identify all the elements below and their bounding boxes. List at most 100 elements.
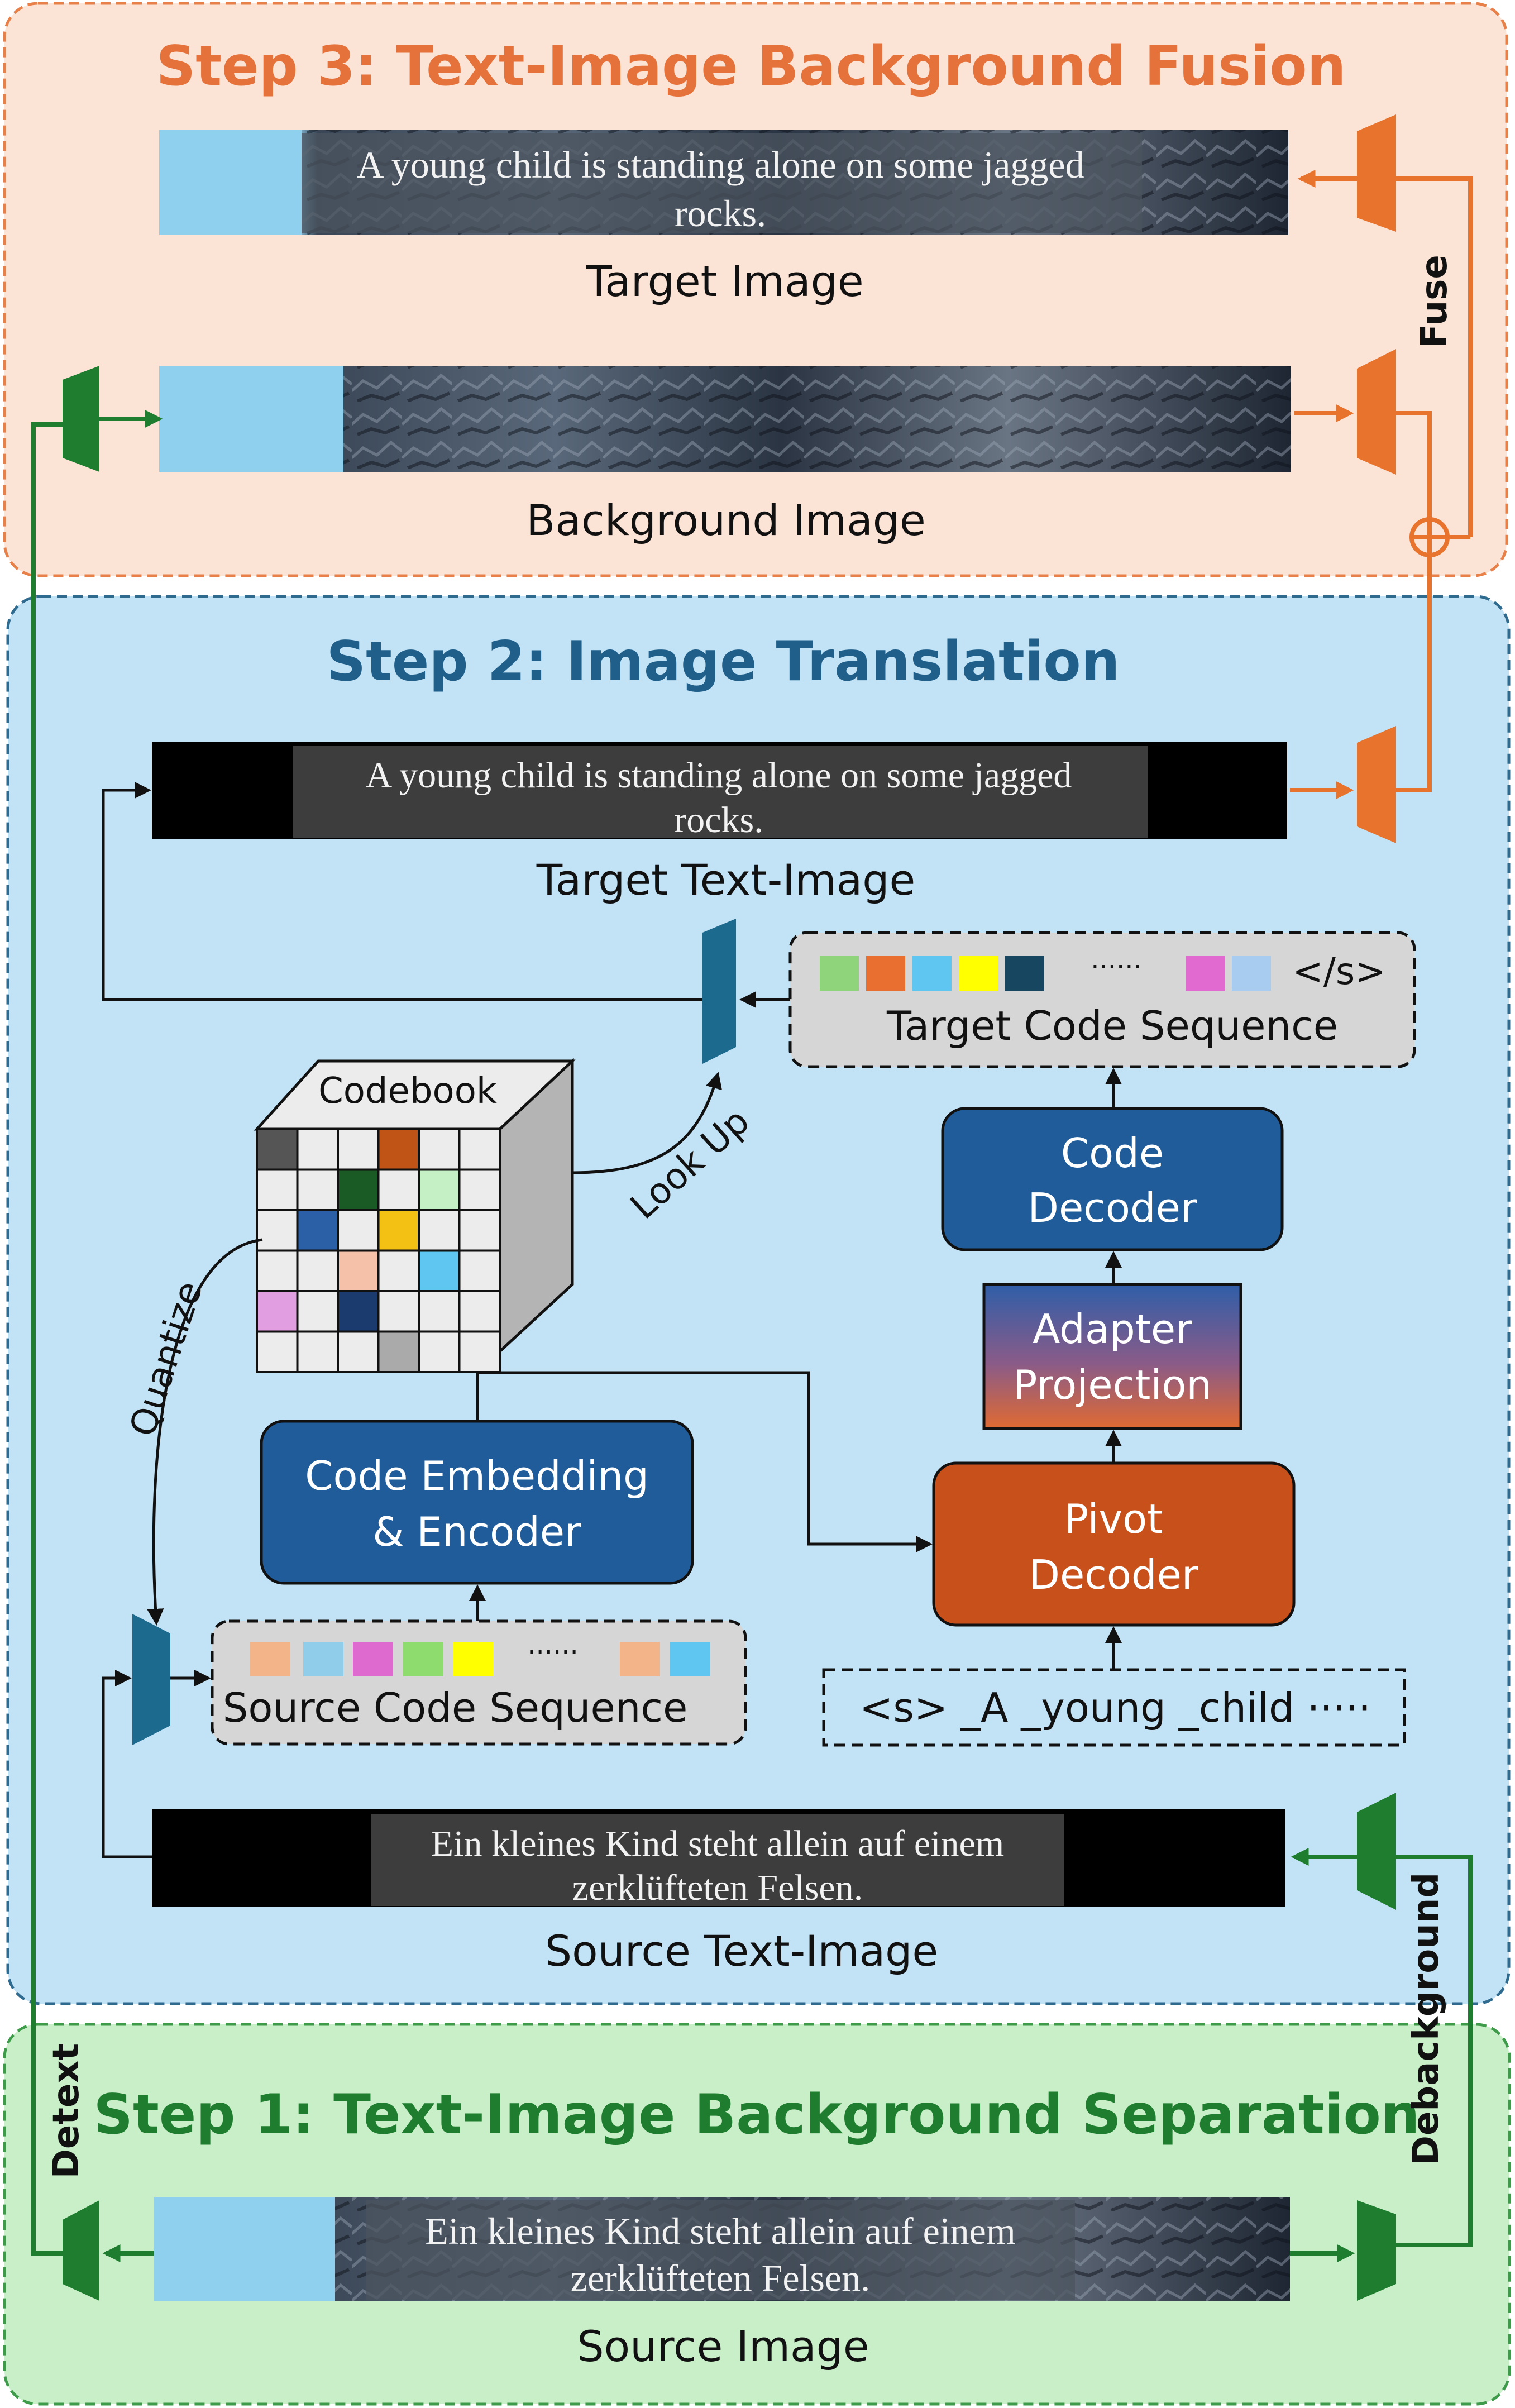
codebook-cell bbox=[337, 1249, 380, 1292]
adapter-label-line2: Projection bbox=[1013, 1361, 1212, 1408]
codebook-cell bbox=[256, 1249, 299, 1292]
codebook-cell bbox=[377, 1128, 420, 1171]
code-decoder-label-line1: Code bbox=[1061, 1130, 1164, 1177]
codebook-cell bbox=[418, 1249, 461, 1292]
target-text-image-line1: A young child is standing alone on some … bbox=[366, 755, 1072, 796]
background-in-trapezoid bbox=[1357, 349, 1396, 475]
target-code-token bbox=[959, 956, 998, 991]
detext-output-trapezoid bbox=[63, 366, 99, 472]
bg-to-fuse-line bbox=[1396, 411, 1432, 519]
detext-input-trapezoid bbox=[63, 2200, 99, 2301]
fuse-label: Fuse bbox=[1414, 255, 1455, 348]
target-code-eos: </s> bbox=[1292, 950, 1385, 993]
source-text-image-line2: zerklüfteten Felsen. bbox=[572, 1867, 863, 1908]
target-code-ellipsis: ······ bbox=[1091, 952, 1142, 983]
adapter-projection-module: Adapter Projection bbox=[982, 1283, 1242, 1430]
codebook-quantize-curve bbox=[147, 1238, 263, 1626]
source-code-sequence-label: Source Code Sequence bbox=[223, 1684, 688, 1731]
target-code-token bbox=[1232, 956, 1271, 991]
code-decoder-module: Code Decoder bbox=[941, 1107, 1284, 1251]
codebook-cell bbox=[458, 1209, 501, 1252]
codebook-label: Codebook bbox=[318, 1071, 497, 1112]
codebook-cell bbox=[337, 1209, 380, 1252]
target-text-image: A young child is standing alone on some … bbox=[152, 742, 1287, 840]
codebook-cell bbox=[418, 1168, 461, 1211]
source-text-image: Ein kleines Kind steht allein auf einem … bbox=[152, 1809, 1285, 1908]
source-text-image-line1: Ein kleines Kind steht allein auf einem bbox=[431, 1823, 1004, 1864]
detext-label: Detext bbox=[46, 2043, 87, 2178]
debackground-path bbox=[1396, 1855, 1473, 2247]
background-image bbox=[159, 366, 1291, 472]
codebook-cell bbox=[296, 1168, 339, 1211]
pivot-input-sequence: <s> _A _young _child ····· bbox=[822, 1668, 1406, 1747]
codebook-cell bbox=[296, 1330, 339, 1373]
target-code-token bbox=[1186, 956, 1225, 991]
codebook-cell bbox=[337, 1128, 380, 1171]
target-code-sequence: ······ </s> Target Code Sequence bbox=[788, 931, 1416, 1068]
codebook-cell bbox=[418, 1128, 461, 1171]
target-text-image-caption: Target Text-Image bbox=[536, 855, 915, 905]
target-code-token bbox=[912, 956, 952, 991]
lookup-to-target-text-arrow bbox=[102, 782, 702, 1001]
text-to-fuse-line bbox=[1396, 556, 1432, 792]
code-decoder-label-line2: Decoder bbox=[1028, 1184, 1197, 1231]
codebook-cell bbox=[377, 1249, 420, 1292]
codebook-cell bbox=[296, 1128, 339, 1171]
codebook-lookup-curve bbox=[572, 1072, 722, 1174]
codebook-cell bbox=[337, 1330, 380, 1373]
codebook-cell bbox=[458, 1128, 501, 1171]
source-text-to-quantize-arrow bbox=[102, 1670, 152, 1858]
codebook-cell bbox=[296, 1249, 339, 1292]
target-image-text-line1: A young child is standing alone on some … bbox=[356, 144, 1084, 186]
debackground-label: Debackground bbox=[1406, 1872, 1447, 2165]
source-image-caption: Source Image bbox=[577, 2321, 869, 2371]
target-image-text-line2: rocks. bbox=[675, 192, 766, 235]
encoder-label-line2: & Encoder bbox=[372, 1508, 581, 1555]
quantize-trapezoid bbox=[132, 1614, 170, 1745]
codebook-cell bbox=[377, 1290, 420, 1333]
target-text-image-line2: rocks. bbox=[674, 800, 763, 840]
source-code-token bbox=[303, 1642, 343, 1676]
codebook-cell bbox=[377, 1330, 420, 1373]
target-image-caption: Target Image bbox=[585, 256, 863, 306]
pivot-decoder-label-line1: Pivot bbox=[1064, 1496, 1163, 1542]
source-code-sequence: ······ Source Code Sequence bbox=[211, 1619, 747, 1746]
detext-path bbox=[31, 422, 63, 2256]
target-code-sequence-label: Target Code Sequence bbox=[886, 1002, 1338, 1049]
codebook-cell bbox=[458, 1330, 501, 1373]
debackground-input-trapezoid bbox=[1357, 2200, 1396, 2301]
step3-title: Step 3: Text-Image Background Fusion bbox=[156, 35, 1346, 98]
pivot-decoder-label-line2: Decoder bbox=[1029, 1551, 1198, 1598]
codebook-cell bbox=[458, 1290, 501, 1333]
target-code-token bbox=[820, 956, 859, 991]
target-code-token bbox=[866, 956, 905, 991]
code-embedding-encoder-module: Code Embedding & Encoder bbox=[260, 1420, 694, 1585]
pivot-decoder-module: Pivot Decoder bbox=[932, 1461, 1296, 1627]
source-code-token bbox=[403, 1642, 443, 1676]
codebook-cell bbox=[418, 1290, 461, 1333]
fuse-output-trapezoid bbox=[1357, 114, 1396, 232]
target-code-token bbox=[1005, 956, 1044, 991]
pivot-input-text: <s> _A _young _child ····· bbox=[859, 1684, 1371, 1731]
step2-title: Step 2: Image Translation bbox=[327, 630, 1120, 694]
codebook-cell bbox=[337, 1290, 380, 1333]
codebook-cell bbox=[296, 1209, 339, 1252]
source-code-token bbox=[620, 1642, 660, 1676]
encoder-to-pivot-arrow bbox=[476, 1371, 933, 1552]
codebook-cell bbox=[256, 1290, 299, 1333]
source-image-text-line2: zerklüfteten Felsen. bbox=[571, 2257, 870, 2299]
codebook-cell bbox=[418, 1209, 461, 1252]
source-code-token bbox=[353, 1642, 393, 1676]
codebook-cell bbox=[458, 1249, 501, 1292]
source-image: Ein kleines Kind steht allein auf einem … bbox=[154, 2197, 1290, 2301]
step1-title: Step 1: Text-Image Background Separation bbox=[93, 2083, 1420, 2147]
source-code-ellipsis: ······ bbox=[527, 1637, 579, 1668]
codebook-cell bbox=[256, 1128, 299, 1171]
codebook-cell bbox=[256, 1168, 299, 1211]
lookup-trapezoid bbox=[702, 919, 736, 1064]
source-text-image-caption: Source Text-Image bbox=[545, 1926, 938, 1976]
target-image: A young child is standing alone on some … bbox=[159, 130, 1288, 235]
codebook-cell bbox=[296, 1290, 339, 1333]
fuse-arrow-line bbox=[1297, 170, 1473, 537]
